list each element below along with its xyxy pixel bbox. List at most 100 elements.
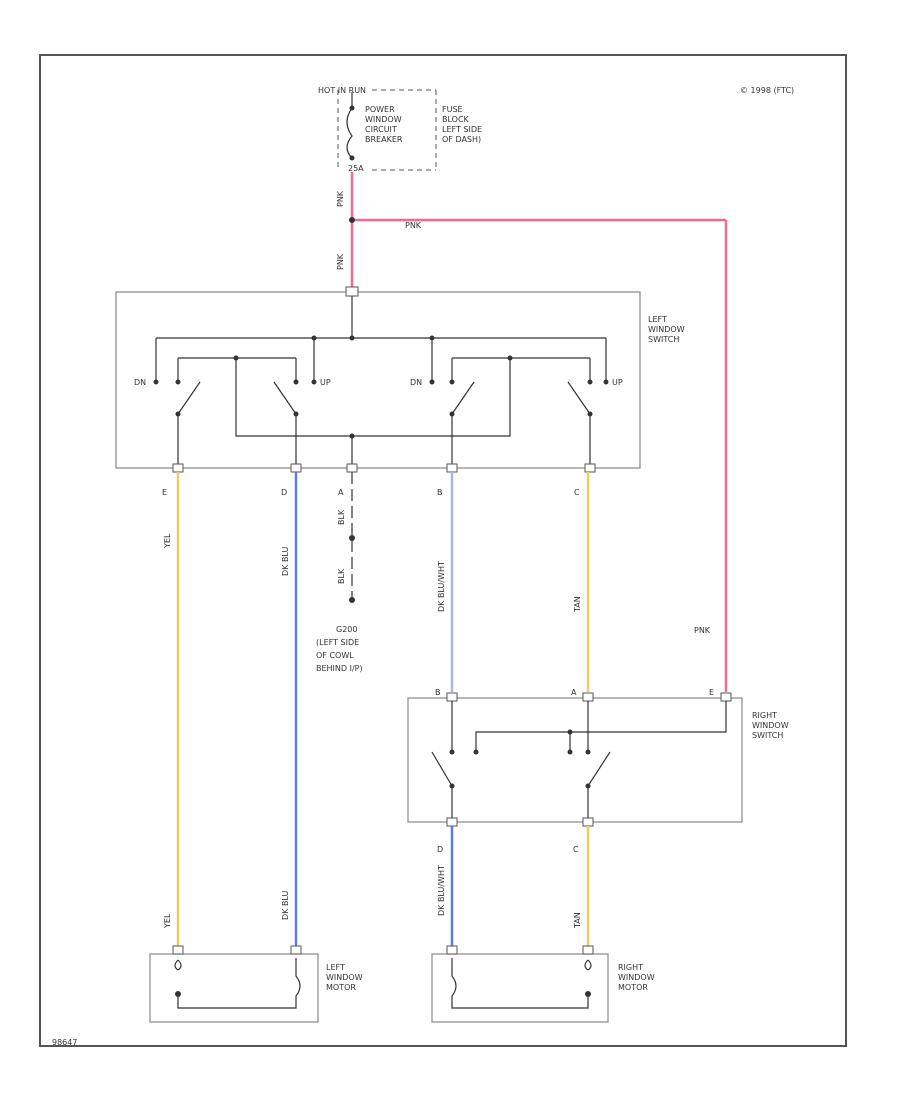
ground-point-icon	[349, 597, 355, 603]
breaker-terminal-bottom	[349, 155, 355, 161]
bus-dot	[233, 355, 239, 361]
contact-dot	[567, 749, 573, 755]
diagram-id-label: 98647	[52, 1038, 77, 1047]
contact-dot	[603, 379, 609, 385]
fuse-block-label-4: OF DASH)	[442, 135, 481, 144]
contact-dot	[175, 379, 181, 385]
contact-dot	[473, 749, 479, 755]
left-motor-wire-label-2: DK BLU	[281, 891, 290, 920]
pin-connector	[172, 945, 184, 955]
output-wires: YEL DK BLU DK BLU/WHT TAN	[163, 472, 590, 948]
breaker-label-2: WINDOW	[365, 115, 402, 124]
pin-connector	[582, 945, 594, 955]
left-motor-brush-icon	[175, 991, 181, 997]
right-motor-wires: DK BLU/WHT TAN YEL DK BLU	[163, 826, 590, 948]
right-switch-upper-leads	[451, 701, 589, 752]
pin-label-c: C	[574, 488, 580, 497]
motor-terminal-icon	[174, 959, 182, 971]
contact-label-dn-2: DN	[410, 378, 422, 387]
breaker-label-1: POWER	[365, 105, 395, 114]
right-motor-label-1: RIGHT	[618, 963, 643, 972]
circuit-breaker-group: HOT IN RUN POWER WINDOW CIRCUIT BREAKER …	[318, 86, 482, 173]
contact-left-up	[273, 379, 317, 415]
right-motor-armature-icon	[451, 958, 589, 1009]
breaker-element-icon	[346, 107, 353, 159]
pin-connector	[584, 463, 596, 473]
left-switch-label-2: WINDOW	[648, 325, 685, 334]
contact-label-up-2: UP	[612, 378, 623, 387]
pink-between-label: PNK	[336, 253, 345, 270]
bus-dot	[429, 335, 435, 341]
left-motor-armature-icon	[177, 958, 301, 1009]
ground-label-1: G200	[336, 625, 357, 634]
right-switch-output-leads	[451, 786, 589, 820]
pin-label-d: D	[281, 488, 287, 497]
right-window-switch: RIGHT WINDOW SWITCH B A E D C	[407, 688, 789, 854]
wire-label-dk-blu-wht: DK BLU/WHT	[437, 561, 446, 612]
wire-label-yel: YEL	[163, 533, 172, 549]
pink-splice	[349, 217, 355, 223]
contact-dot	[449, 379, 455, 385]
ground-label-4: BEHIND I/P)	[316, 664, 363, 673]
pink-main-label: PNK	[405, 221, 422, 230]
ground-label-3: OF COWL	[316, 651, 354, 660]
contact-label-dn-1: DN	[134, 378, 146, 387]
right-pin-label-a: A	[571, 688, 577, 697]
switch-blade-icon	[177, 381, 201, 415]
left-motor-label-2: WINDOW	[326, 973, 363, 982]
right-motor-wire-label-1: DK BLU/WHT	[437, 865, 446, 916]
breaker-label-3: CIRCUIT	[365, 125, 397, 134]
right-switch-label-2: WINDOW	[752, 721, 789, 730]
right-pin-label-e: E	[709, 688, 714, 697]
right-switch-label-3: SWITCH	[752, 731, 783, 740]
left-window-motor: LEFT WINDOW MOTOR	[149, 945, 363, 1023]
second-bus-drops	[177, 358, 591, 380]
contact-dot	[293, 379, 299, 385]
pin-connector	[290, 463, 302, 473]
fuse-block-label-3: LEFT SIDE	[442, 125, 482, 134]
right-switch-label-1: RIGHT	[752, 711, 777, 720]
wire-label-dk-blu: DK BLU	[281, 547, 290, 576]
pin-connector	[582, 817, 594, 827]
pin-connector	[446, 692, 458, 702]
pin-connector	[172, 463, 184, 473]
left-switch-top-connector	[345, 286, 359, 297]
pin-connector	[446, 817, 458, 827]
pin-label-e: E	[162, 488, 167, 497]
pink-right-label: PNK	[694, 626, 711, 635]
contact-dot	[585, 749, 591, 755]
black-wire-label-2: BLK	[337, 568, 346, 584]
output-dot	[175, 411, 181, 417]
bus-dot	[311, 335, 317, 341]
right-lower-pin-label-d: D	[437, 845, 443, 854]
pin-connector	[290, 945, 302, 955]
ground-label-2: (LEFT SIDE	[316, 638, 359, 647]
ground-bus-loop	[235, 358, 511, 437]
source-label: HOT IN RUN	[318, 86, 366, 95]
diagram-frame	[39, 54, 847, 1047]
pin-connector	[446, 463, 458, 473]
contact-dot	[311, 379, 317, 385]
ground-circuit: BLK BLK G200 (LEFT SIDE OF COWL BEHIND I…	[316, 472, 363, 673]
right-pin-label-b: B	[435, 688, 441, 697]
right-window-motor: RIGHT WINDOW MOTOR	[431, 945, 655, 1023]
pin-connector	[446, 945, 458, 955]
copyright-label: © 1998 (FTC)	[740, 86, 794, 95]
switch-blade-icon	[567, 381, 591, 415]
right-motor-box	[431, 953, 609, 1023]
right-lower-pin-label-c: C	[573, 845, 579, 854]
right-motor-label-2: WINDOW	[618, 973, 655, 982]
breaker-label-4: BREAKER	[365, 135, 403, 144]
bus-dot	[507, 355, 513, 361]
pin-connector	[582, 692, 594, 702]
bus-dot	[349, 335, 355, 341]
contact-dot	[449, 749, 455, 755]
output-dot	[293, 411, 299, 417]
contact-dot	[153, 379, 159, 385]
switch-output-leads	[177, 414, 591, 466]
motor-terminal-icon	[584, 959, 592, 971]
contact-left-dn	[153, 379, 201, 415]
left-motor-box	[149, 953, 319, 1023]
